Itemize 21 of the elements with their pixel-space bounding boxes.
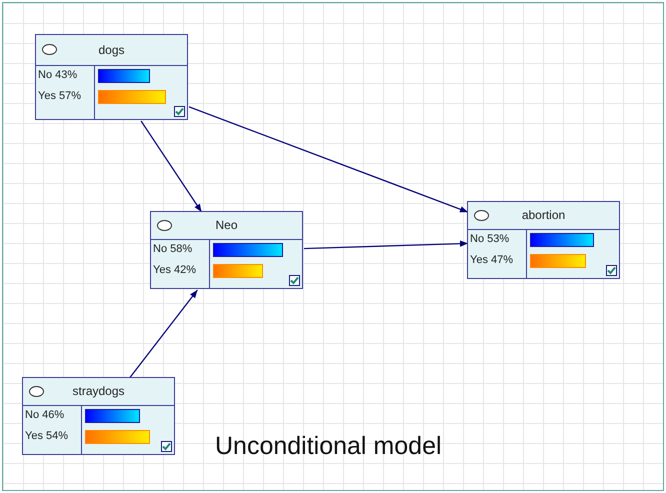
node-box	[150, 211, 303, 289]
node-box	[467, 201, 620, 279]
node-title: dogs	[98, 43, 125, 57]
state-label: Yes 54%	[25, 430, 68, 442]
state-label: No 46%	[25, 409, 64, 421]
node-title: abortion	[522, 208, 566, 222]
node-box	[22, 377, 175, 455]
state-label: Yes 42%	[153, 264, 196, 276]
state-label: Yes 57%	[38, 90, 82, 102]
node-title: Neo	[215, 218, 238, 232]
arrow	[129, 290, 198, 378]
state-label: Yes 47%	[470, 254, 514, 266]
arrow	[188, 106, 468, 213]
state-label: No 53%	[470, 233, 510, 245]
caption-text: Unconditional model	[215, 432, 442, 461]
arrow	[140, 120, 202, 212]
arrow	[304, 240, 468, 250]
state-label: No 43%	[38, 69, 78, 81]
state-label: No 58%	[153, 243, 192, 255]
node-title: straydogs	[72, 384, 125, 398]
node-box	[35, 34, 188, 120]
